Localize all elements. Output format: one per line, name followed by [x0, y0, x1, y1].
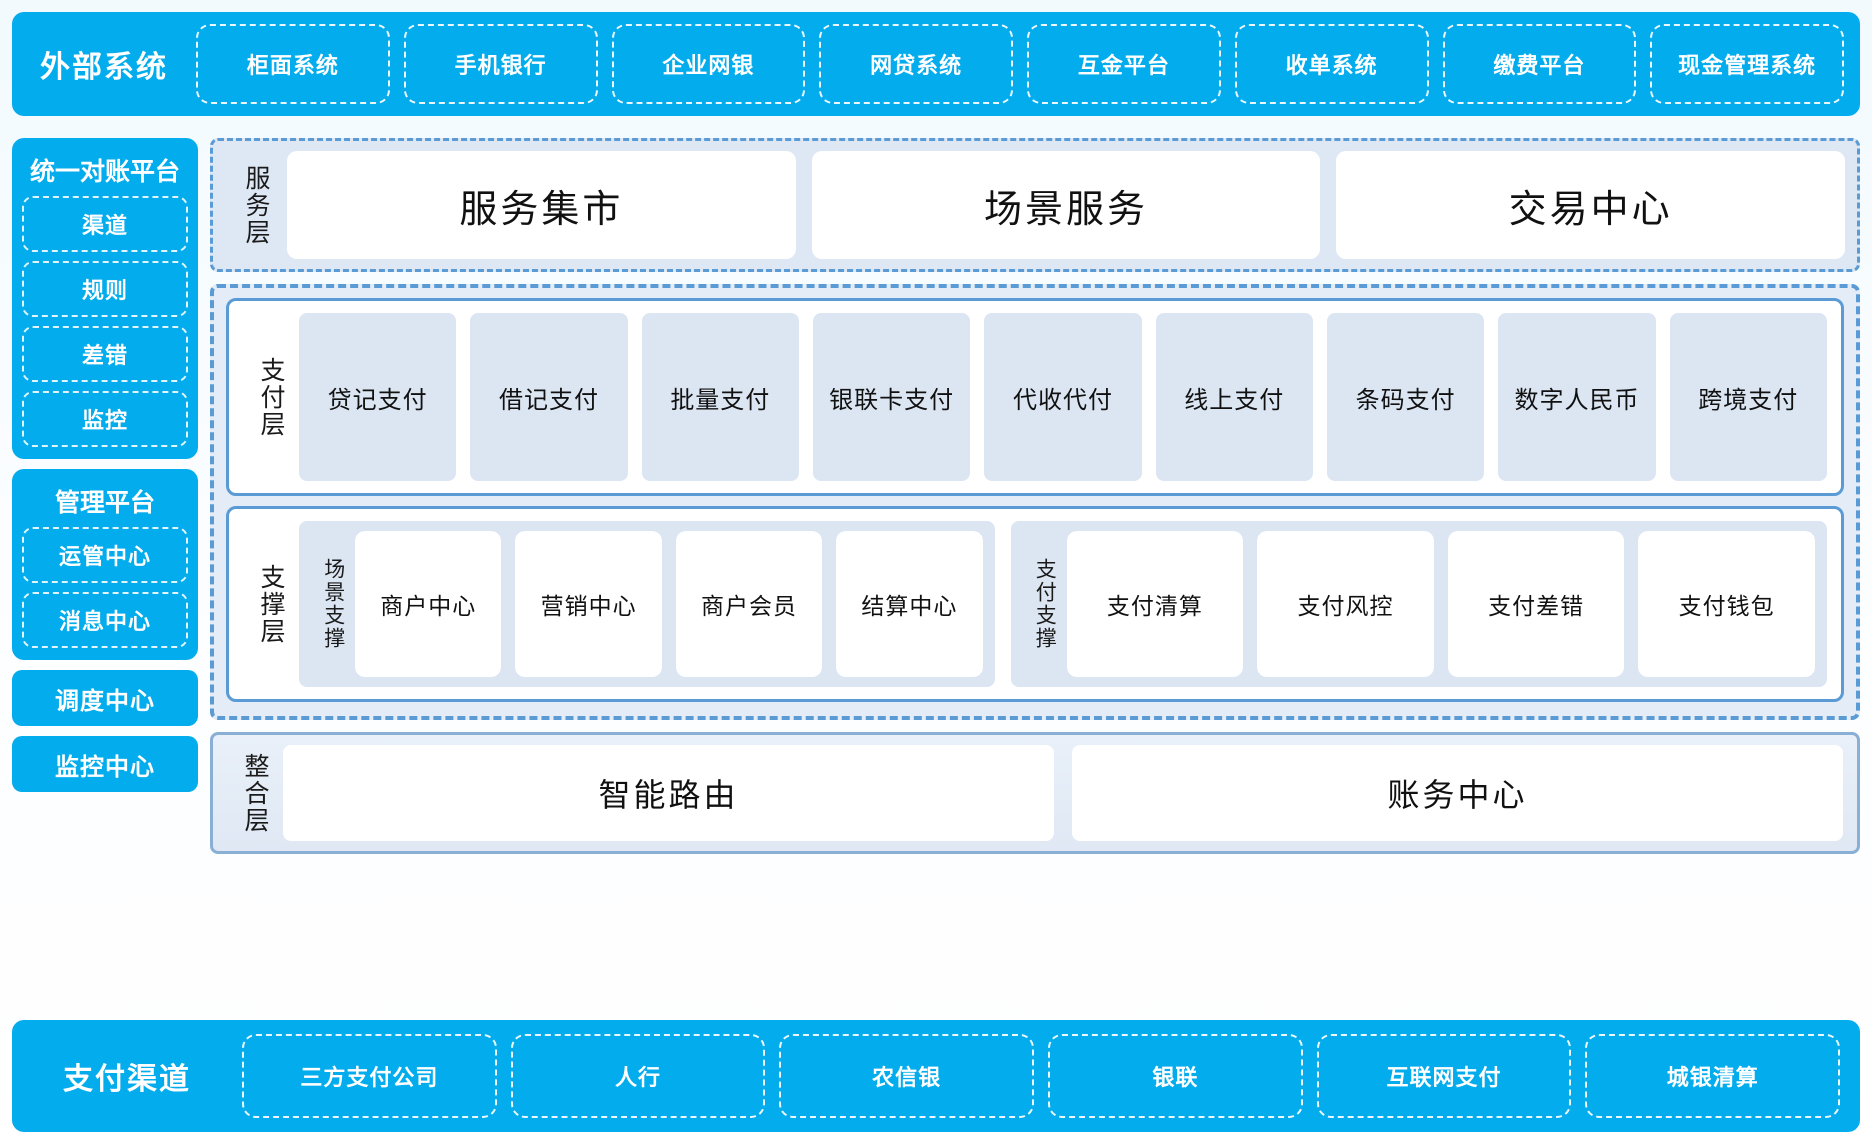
sidebar-group-reconciliation-platform: 统一对账平台 渠道 规则 差错 监控	[12, 138, 198, 459]
payment-card-debit[interactable]: 借记支付	[470, 313, 628, 481]
service-layer: 服务层 服务集市 场景服务 交易中心	[210, 138, 1860, 272]
sidebar-group-title: 管理平台	[54, 489, 155, 517]
integration-layer: 整合层 智能路由 账务中心	[210, 732, 1860, 854]
support-layer-label: 支撑层	[257, 563, 285, 645]
payment-card-unionpay[interactable]: 银联卡支付	[812, 313, 971, 481]
payment-card-batch[interactable]: 批量支付	[641, 313, 799, 481]
support-card-payment-clearing[interactable]: 支付清算	[1066, 531, 1244, 677]
service-card-service-market[interactable]: 服务集市	[287, 151, 796, 259]
support-card-payment-risk[interactable]: 支付风控	[1257, 531, 1434, 677]
external-system-item[interactable]: 缴费平台	[1442, 24, 1637, 104]
support-group-scenario-cards: 商户中心 营销中心 商户会员 结算中心	[355, 531, 983, 677]
external-system-item[interactable]: 网贷系统	[819, 24, 1013, 104]
external-system-item[interactable]: 企业网银	[611, 24, 806, 104]
payment-channel-item[interactable]: 互联网支付	[1316, 1034, 1572, 1118]
payment-layer-cards: 贷记支付 借记支付 批量支付 银联卡支付 代收代付 线上支付 条码支付 数字人民…	[299, 313, 1827, 481]
support-card-merchant-center[interactable]: 商户中心	[355, 531, 502, 677]
sidebar-group-admin-platform: 管理平台 运管中心 消息中心	[12, 469, 198, 660]
sidebar-item-scheduling-center[interactable]: 调度中心	[12, 670, 198, 726]
sidebar-item-monitoring[interactable]: 监控	[22, 391, 188, 447]
payment-card-cross-border[interactable]: 跨境支付	[1669, 313, 1827, 481]
payment-channels-list: 三方支付公司 人行 农信银 银联 互联网支付 城银清算	[242, 1034, 1841, 1118]
integration-card-smart-routing[interactable]: 智能路由	[283, 745, 1054, 841]
external-systems-title: 外部系统	[40, 51, 168, 84]
payment-card-online[interactable]: 线上支付	[1155, 313, 1313, 481]
main-layers: 服务层 服务集市 场景服务 交易中心 支付层 贷记支付 借记支付 批量支付 银联…	[210, 138, 1860, 1000]
external-system-item[interactable]: 柜面系统	[196, 24, 390, 104]
payment-channel-item[interactable]: 人行	[510, 1034, 766, 1118]
payment-channels-banner: 支付渠道 三方支付公司 人行 农信银 银联 互联网支付 城银清算	[12, 1020, 1860, 1132]
support-card-merchant-member[interactable]: 商户会员	[675, 531, 823, 677]
payment-layer: 支付层 贷记支付 借记支付 批量支付 银联卡支付 代收代付 线上支付 条码支付 …	[226, 298, 1844, 496]
support-group-payment-cards: 支付清算 支付风控 支付差错 支付钱包	[1066, 531, 1815, 677]
payment-channel-item[interactable]: 城银清算	[1585, 1034, 1841, 1118]
support-card-payment-discrepancy[interactable]: 支付差错	[1447, 531, 1625, 677]
service-layer-label: 服务层	[242, 164, 270, 246]
support-group-payment-label: 支付支撑	[1033, 558, 1057, 650]
integration-layer-cards: 智能路由 账务中心	[283, 745, 1843, 841]
service-card-scenario-service[interactable]: 场景服务	[811, 151, 1321, 259]
payment-card-digital-rmb[interactable]: 数字人民币	[1498, 313, 1656, 481]
support-card-payment-wallet[interactable]: 支付钱包	[1638, 531, 1815, 677]
integration-card-accounting-center[interactable]: 账务中心	[1072, 745, 1843, 841]
support-group-payment: 支付支撑 支付清算 支付风控 支付差错 支付钱包	[1010, 521, 1827, 687]
payment-channel-item[interactable]: 农信银	[779, 1034, 1035, 1118]
support-layer-groups: 场景支撑 商户中心 营销中心 商户会员 结算中心 支付支撑	[299, 521, 1827, 687]
service-layer-cards: 服务集市 场景服务 交易中心	[287, 151, 1846, 259]
payment-channels-title: 支付渠道	[63, 1063, 191, 1096]
service-card-transaction-center[interactable]: 交易中心	[1336, 151, 1846, 259]
external-systems-list: 柜面系统 手机银行 企业网银 网贷系统 互金平台 收单系统 缴费平台 现金管理系…	[196, 22, 1844, 106]
external-system-item[interactable]: 互金平台	[1027, 24, 1221, 104]
support-group-scenario-label: 场景支撑	[321, 558, 345, 650]
sidebar-item-monitoring-center[interactable]: 监控中心	[12, 736, 198, 792]
sidebar-item-discrepancy[interactable]: 差错	[22, 326, 188, 382]
external-systems-banner: 外部系统 柜面系统 手机银行 企业网银 网贷系统 互金平台 收单系统 缴费平台 …	[12, 12, 1860, 116]
support-layer: 支撑层 场景支撑 商户中心 营销中心 商户会员 结算中心	[226, 506, 1844, 702]
payment-card-credit[interactable]: 贷记支付	[299, 313, 457, 481]
payment-channel-item[interactable]: 三方支付公司	[242, 1034, 497, 1118]
sidebar-item-channel[interactable]: 渠道	[22, 196, 188, 252]
payment-layer-label: 支付层	[257, 356, 285, 438]
payment-card-barcode[interactable]: 条码支付	[1326, 313, 1485, 481]
sidebar-item-rules[interactable]: 规则	[22, 261, 188, 317]
external-system-item[interactable]: 收单系统	[1234, 24, 1429, 104]
sidebar-item-message-center[interactable]: 消息中心	[22, 592, 188, 648]
external-system-item[interactable]: 手机银行	[403, 24, 598, 104]
sidebar-item-operations-center[interactable]: 运管中心	[22, 527, 188, 583]
support-card-marketing-center[interactable]: 营销中心	[515, 531, 662, 677]
external-system-item[interactable]: 现金管理系统	[1650, 24, 1844, 104]
support-group-scenario: 场景支撑 商户中心 营销中心 商户会员 结算中心	[299, 521, 995, 687]
sidebar: 统一对账平台 渠道 规则 差错 监控 管理平台 运管中心 消息中心 调度中心 监…	[12, 138, 198, 1000]
payment-and-support-wrapper: 支付层 贷记支付 借记支付 批量支付 银联卡支付 代收代付 线上支付 条码支付 …	[210, 284, 1860, 720]
payment-channel-item[interactable]: 银联	[1048, 1034, 1303, 1118]
sidebar-group-title: 统一对账平台	[29, 158, 180, 186]
support-card-settlement-center[interactable]: 结算中心	[836, 531, 983, 677]
integration-layer-label: 整合层	[241, 752, 269, 834]
payment-card-collection-payment[interactable]: 代收代付	[984, 313, 1142, 481]
